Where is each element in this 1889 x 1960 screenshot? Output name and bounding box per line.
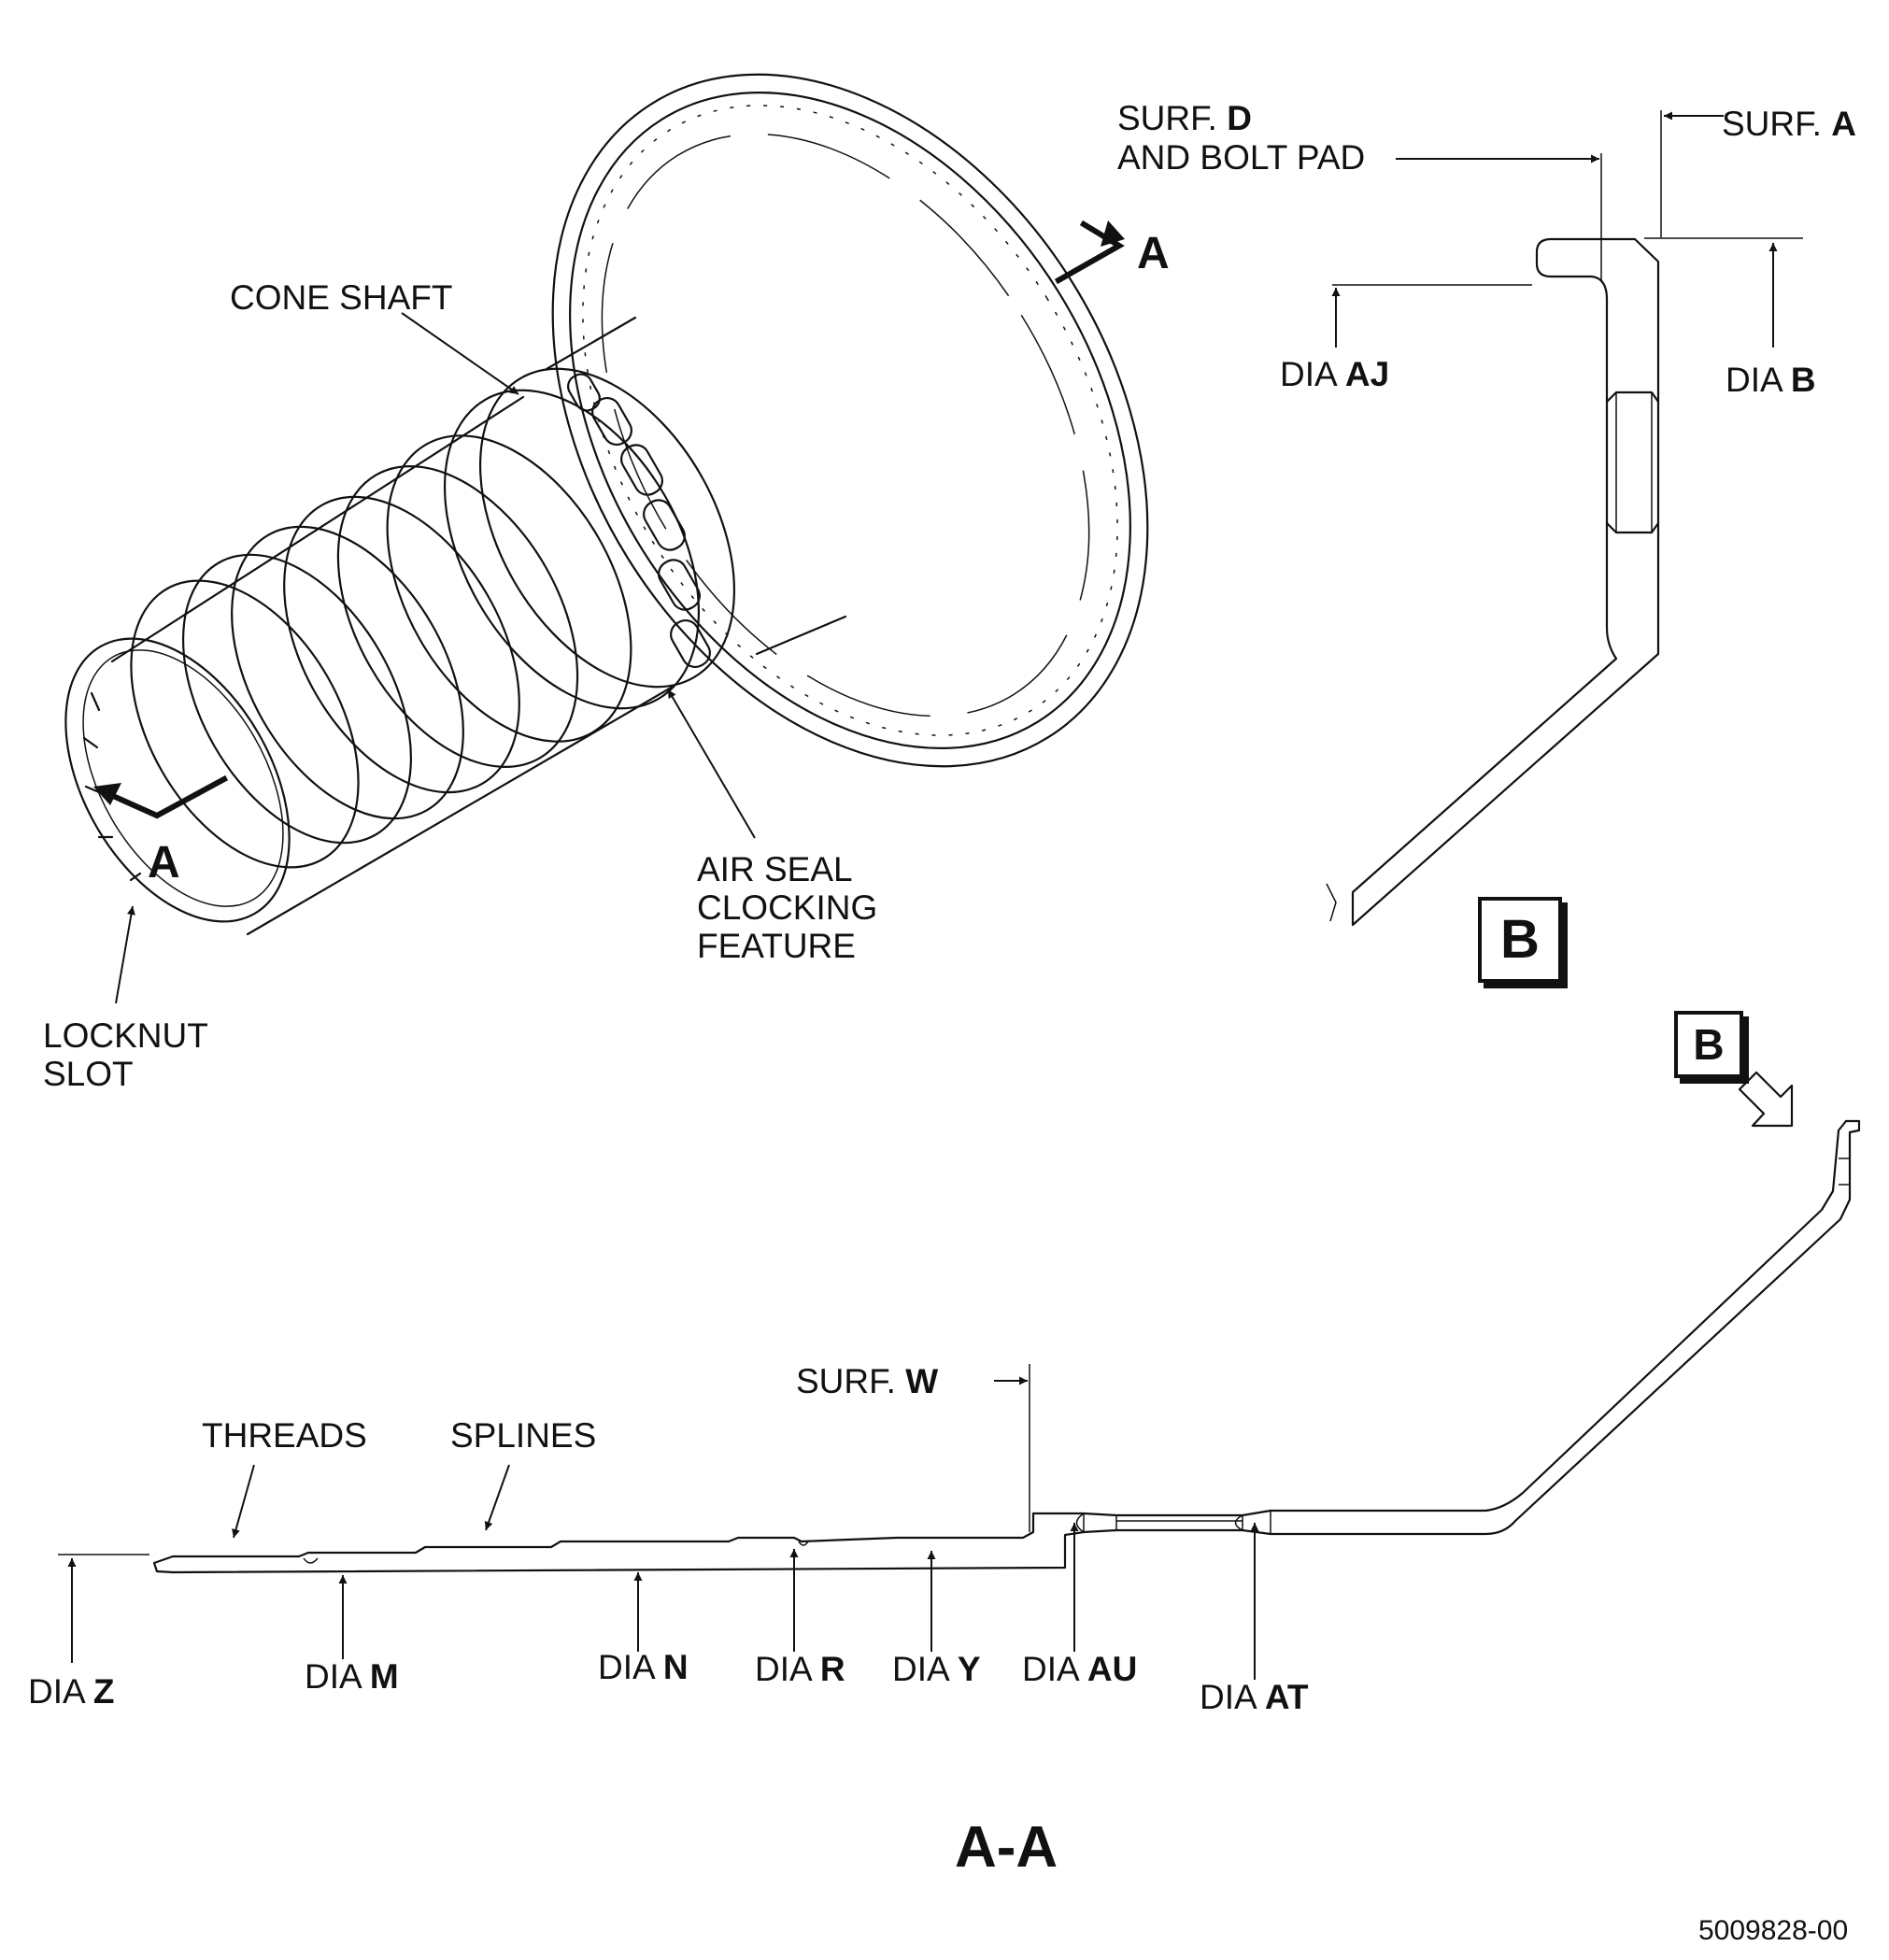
label-dia-y: DIA Y bbox=[892, 1650, 981, 1688]
section-aa-profile bbox=[58, 1119, 1861, 1574]
section-mark-a-top: A bbox=[1137, 229, 1170, 278]
label-locknut-slot: LOCKNUT SLOT bbox=[43, 1016, 208, 1093]
section-mark-a-bottom: A bbox=[148, 838, 180, 888]
label-dia-aj: DIA AJ bbox=[1280, 355, 1390, 393]
label-splines: SPLINES bbox=[450, 1416, 597, 1455]
detail-b-profile bbox=[1326, 110, 1803, 927]
label-surf-d-bolt-pad: SURF. D AND BOLT PAD bbox=[1117, 99, 1366, 177]
label-dia-z: DIA Z bbox=[28, 1672, 115, 1711]
label-dia-au: DIA AU bbox=[1022, 1650, 1138, 1688]
label-air-seal-clocking-feature: AIR SEAL CLOCKING FEATURE bbox=[697, 850, 878, 965]
label-surf-a: SURF. A bbox=[1722, 105, 1856, 143]
hollow-arrow-icon bbox=[1738, 1071, 1794, 1128]
detail-b-reference: B bbox=[1674, 1011, 1743, 1078]
cone-shaft-isometric bbox=[64, 73, 1149, 936]
label-dia-n: DIA N bbox=[598, 1648, 689, 1686]
label-dia-r: DIA R bbox=[755, 1650, 845, 1688]
label-cone-shaft: CONE SHAFT bbox=[230, 278, 453, 317]
label-dia-at: DIA AT bbox=[1200, 1678, 1309, 1716]
section-title: A-A bbox=[955, 1815, 1058, 1880]
figure-number: 5009828-00 bbox=[1698, 1915, 1849, 1946]
label-dia-m: DIA M bbox=[305, 1657, 399, 1696]
label-threads: THREADS bbox=[202, 1416, 367, 1455]
label-dia-b: DIA B bbox=[1726, 361, 1816, 399]
detail-b-title: B bbox=[1478, 897, 1562, 983]
label-surf-w: SURF. W bbox=[796, 1362, 939, 1400]
